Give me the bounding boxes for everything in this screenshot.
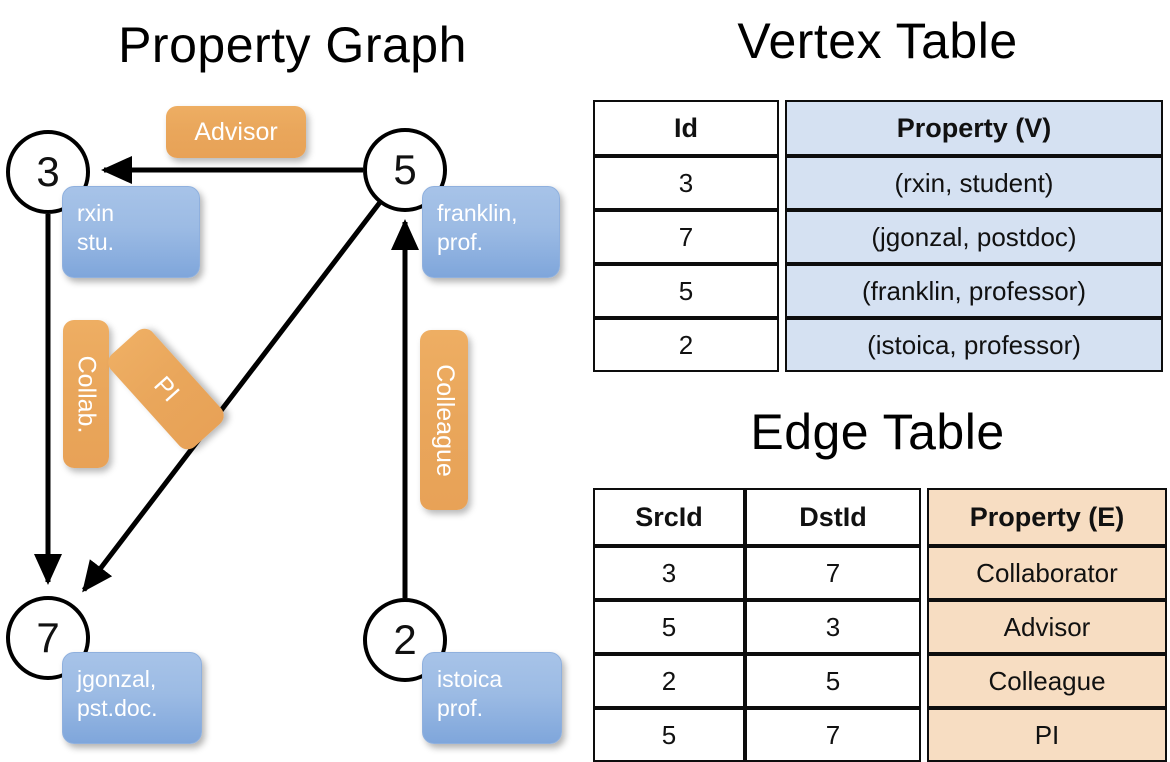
page-title-vertex-table: Vertex Table [737,13,1018,69]
graph-node-2-label: 2 [393,616,417,663]
edge-label-collab-text: Collab. [72,355,101,433]
edge-label-collab: Collab. [63,320,109,468]
graph-node-2[interactable]: 2 [363,598,447,682]
vertex-cell-id: 7 [593,210,779,264]
table-row: 3 (rxin, student) [593,156,1163,210]
vertex-cell-id: 2 [593,318,779,372]
vertex-property-callout-7: jgonzal, pst.doc. [62,652,202,744]
vertex-property-line: istoica [437,666,503,692]
vertex-cell-property: (istoica, professor) [785,318,1163,372]
edge-cell-srcid: 5 [593,600,745,654]
edge-table-header-srcid: SrcId [593,488,745,546]
vertex-property-line: prof. [437,695,484,721]
graph-node-5-label: 5 [393,146,417,193]
vertex-cell-property: (franklin, professor) [785,264,1163,318]
edge-cell-property: PI [927,708,1167,762]
table-row: 3 7 Collaborator [593,546,1167,600]
edge-cell-srcid: 5 [593,708,745,762]
vertex-table-header-property: Property (V) [785,100,1163,156]
column-gap [779,156,785,210]
edge-table-header-dstid: DstId [745,488,921,546]
property-graph-diagram: 3 5 7 2 rxin stu. franklin, prof. jgonza… [0,0,585,760]
vertex-property-line: prof. [437,229,484,255]
vertex-property-line: stu. [77,229,115,255]
edge-label-colleague-text: Colleague [430,363,459,477]
edge-cell-dstid: 5 [745,654,921,708]
edge-label-pi-text: PI [148,370,185,407]
page-title-property-graph: Property Graph [118,17,467,73]
edge-cell-dstid: 7 [745,546,921,600]
vertex-property-callout-5: franklin, prof. [422,186,560,278]
edge-5-to-7 [82,199,383,593]
vertex-table-header-row: Id Property (V) [593,100,1163,156]
column-gap [779,100,785,156]
vertex-table-header-id: Id [593,100,779,156]
vertex-property-line: franklin, [437,200,518,226]
vertex-cell-property: (jgonzal, postdoc) [785,210,1163,264]
edge-cell-dstid: 7 [745,708,921,762]
vertex-property-line: rxin [77,200,115,226]
edge-cell-property: Colleague [927,654,1167,708]
edge-label-advisor: Advisor [166,106,306,158]
graph-node-5[interactable]: 5 [363,128,447,212]
column-gap [921,654,927,708]
column-gap [921,708,927,762]
column-gap [921,546,927,600]
column-gap [921,488,927,546]
graph-edges-svg [33,155,420,598]
table-row: 5 3 Advisor [593,600,1167,654]
edge-table-header-property: Property (E) [927,488,1167,546]
edge-cell-srcid: 2 [593,654,745,708]
edge-table-header-row: SrcId DstId Property (E) [593,488,1167,546]
page-title-edge-table: Edge Table [750,404,1005,460]
graph-node-3-label: 3 [36,148,60,195]
table-row: 5 (franklin, professor) [593,264,1163,318]
column-gap [779,318,785,372]
table-row: 7 (jgonzal, postdoc) [593,210,1163,264]
edge-table: SrcId DstId Property (E) 3 7 Collaborato… [593,488,1167,762]
table-row: 2 5 Colleague [593,654,1167,708]
graph-node-7-label: 7 [36,614,60,661]
vertex-cell-property: (rxin, student) [785,156,1163,210]
edge-cell-srcid: 3 [593,546,745,600]
vertex-cell-id: 3 [593,156,779,210]
edge-cell-property: Advisor [927,600,1167,654]
edge-cell-property: Collaborator [927,546,1167,600]
column-gap [779,210,785,264]
column-gap [779,264,785,318]
column-gap [921,600,927,654]
table-row: 5 7 PI [593,708,1167,762]
table-row: 2 (istoica, professor) [593,318,1163,372]
vertex-table: Id Property (V) 3 (rxin, student) 7 (jgo… [593,100,1163,372]
vertex-property-callout-3: rxin stu. [62,186,200,278]
vertex-property-line: jgonzal, [77,666,157,692]
vertex-cell-id: 5 [593,264,779,318]
edge-label-colleague: Colleague [420,330,468,510]
vertex-property-callout-2: istoica prof. [422,652,562,744]
edge-cell-dstid: 3 [745,600,921,654]
edge-label-advisor-text: Advisor [194,117,278,146]
vertex-property-line: pst.doc. [77,695,158,721]
